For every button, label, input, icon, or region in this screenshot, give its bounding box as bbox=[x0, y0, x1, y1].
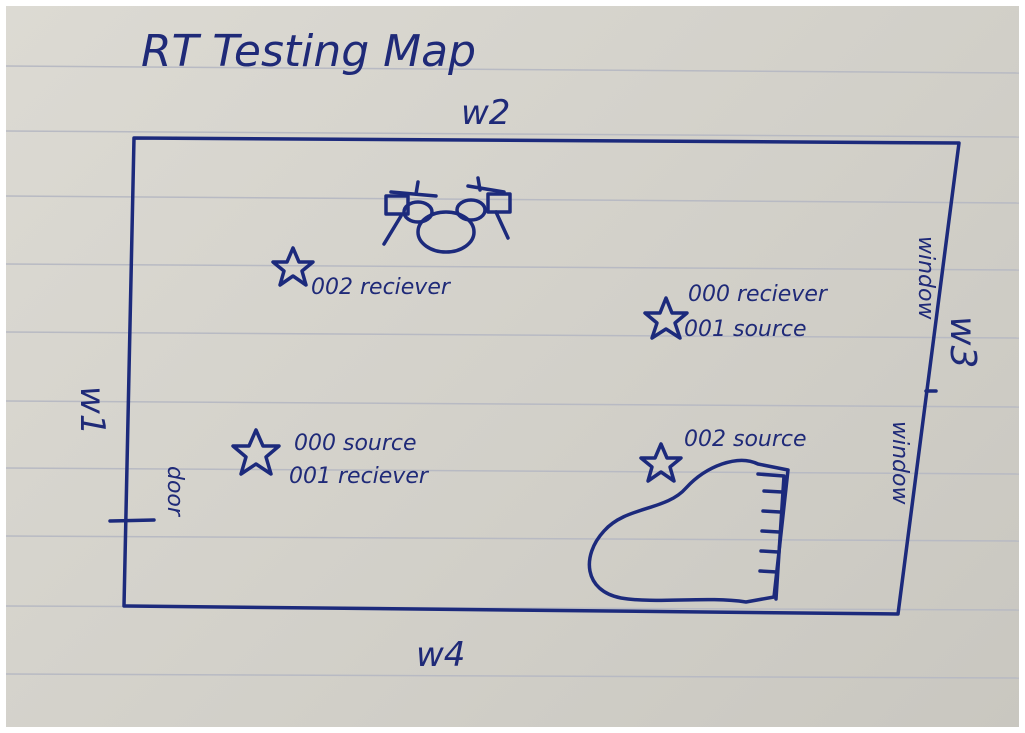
wall-label-w2: w2 bbox=[461, 93, 510, 133]
star-icon bbox=[271, 246, 315, 287]
grand-piano-icon bbox=[587, 458, 790, 604]
window-label-upper: window bbox=[913, 236, 938, 320]
door-label: door bbox=[162, 466, 187, 518]
ruled-lines bbox=[6, 65, 1019, 679]
wall-label-w4: w4 bbox=[416, 635, 465, 675]
lower-left-star-label-2: 001 reciever bbox=[289, 464, 430, 489]
drum-kit-icon bbox=[382, 176, 512, 254]
room-outline bbox=[122, 136, 961, 616]
star-icon bbox=[643, 296, 689, 340]
door-mark bbox=[108, 518, 156, 523]
window-label-lower: window bbox=[887, 421, 912, 505]
upper-left-star-label: 002 reciever bbox=[311, 275, 452, 300]
lower-right-star-label: 002 source bbox=[684, 427, 807, 452]
star-icon bbox=[639, 442, 683, 483]
wall-label-w1: w1 bbox=[72, 386, 112, 435]
star-icon bbox=[231, 428, 281, 476]
wall-label-w3: w3 bbox=[942, 316, 983, 368]
map-title: RT Testing Map bbox=[141, 26, 476, 77]
upper-right-star-label-1: 000 reciever bbox=[688, 282, 829, 307]
lower-left-star-label-1: 000 source bbox=[294, 431, 417, 456]
map-drawing: RT Testing Map w2 w4 w1 w3 door window w… bbox=[6, 26, 1019, 679]
notebook-page: RT Testing Map w2 w4 w1 w3 door window w… bbox=[6, 6, 1019, 727]
upper-right-star-label-2: 001 source bbox=[684, 317, 807, 342]
